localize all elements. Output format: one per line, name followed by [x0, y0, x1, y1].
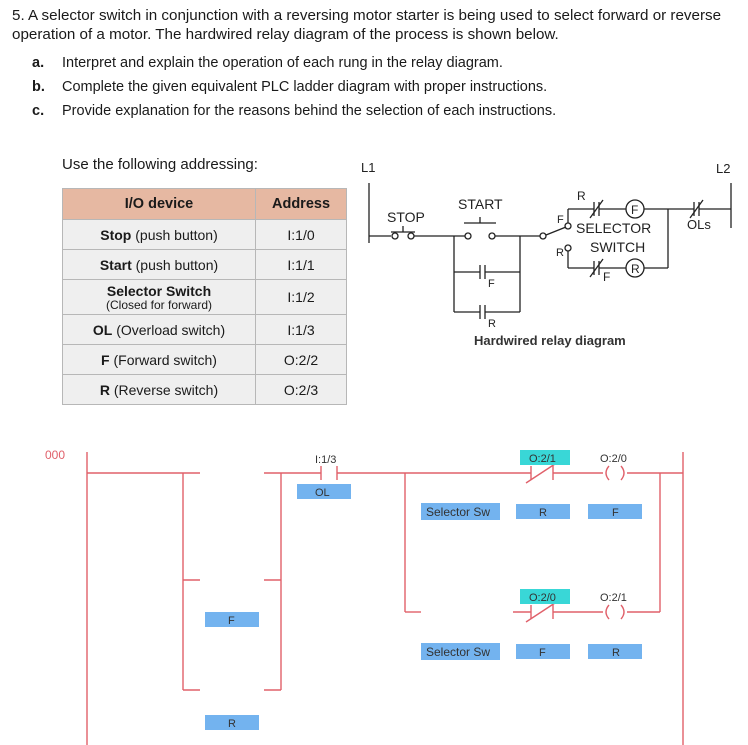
selector-sw-bottom-box — [421, 643, 500, 660]
selector-sw-top-box — [421, 503, 500, 520]
part-letter: a. — [32, 55, 45, 71]
header-address: Address — [255, 188, 347, 220]
table-row: R (Reverse switch) O:2/3 — [62, 374, 347, 405]
top-contact-address-highlight — [520, 450, 570, 465]
ol-slash — [689, 199, 704, 219]
device-address: O:2/2 — [255, 344, 347, 375]
branch-r-label: R — [228, 718, 236, 730]
branch-contact-r-label: R — [488, 318, 496, 330]
coil-f-label: F — [631, 203, 638, 217]
interlock-f-label: F — [603, 270, 610, 284]
device-desc: (push button) — [131, 226, 218, 243]
rung-number: 000 — [45, 448, 65, 462]
top-coil-label: F — [612, 507, 619, 519]
device-desc: (Overload switch) — [112, 321, 226, 338]
branch-r-box — [205, 715, 259, 730]
part-text: Provide explanation for the reasons behi… — [62, 103, 557, 119]
interlock-slash — [589, 199, 604, 219]
bottom-coil-label-box — [588, 644, 642, 659]
switch-text: SWITCH — [590, 239, 645, 255]
device-desc: (push button) — [131, 256, 219, 273]
table-row: F (Forward switch) O:2/2 — [62, 344, 347, 375]
top-contact-address: O:2/1 — [529, 453, 556, 465]
table-row: Stop (push button) I:1/0 — [62, 219, 347, 250]
table-row: Start (push button) I:1/1 — [62, 249, 347, 280]
table-header-row: I/O device Address — [62, 188, 347, 220]
bottom-contact-label-box — [516, 644, 570, 659]
relay-diagram: L1 L2 STOP START F — [361, 160, 732, 348]
device-address: O:2/3 — [255, 374, 347, 405]
plc-ladder: 000 — [45, 448, 684, 745]
device-address: I:1/3 — [255, 314, 347, 345]
part-text: Interpret and explain the operation of e… — [62, 55, 503, 71]
device-address: I:1/0 — [255, 219, 347, 250]
device-desc: (Reverse switch) — [109, 381, 219, 398]
bottom-coil-left — [605, 604, 610, 620]
top-coil-right — [620, 465, 625, 481]
ol-label-box — [297, 484, 351, 499]
header-io-device: I/O device — [62, 188, 256, 220]
table-row: Selector Switch(Closed for forward) I:1/… — [62, 279, 347, 315]
device-address: I:1/2 — [255, 279, 347, 315]
interlock-slash — [589, 258, 604, 278]
selector-blade — [545, 226, 567, 236]
device-name: Selector Switch — [106, 282, 212, 299]
start-label: START — [458, 196, 503, 212]
stop-label: STOP — [387, 209, 425, 225]
branch-contact-f-label: F — [488, 278, 495, 290]
device-address: I:1/1 — [255, 249, 347, 280]
device-desc: (Forward switch) — [109, 351, 217, 368]
selector-text: SELECTOR — [576, 220, 651, 236]
ol-address: I:1/3 — [315, 454, 336, 466]
top-coil-left — [605, 465, 610, 481]
selector-sw-top: Selector Sw — [426, 505, 490, 519]
device-name: Start — [99, 256, 132, 273]
ol-label: OL — [315, 487, 330, 499]
selector-f-label: F — [557, 214, 564, 226]
device-name: F — [101, 351, 110, 368]
selector-r-label: R — [556, 247, 564, 259]
bottom-coil-right — [620, 604, 625, 620]
branch-f-label: F — [228, 615, 235, 627]
coil-r-label: R — [631, 262, 640, 276]
bottom-contact-slash — [525, 600, 559, 623]
bottom-coil-label: R — [612, 647, 620, 659]
rail-l1-label: L1 — [361, 160, 375, 175]
device-desc: (Closed for forward) — [105, 297, 213, 312]
device-name: R — [99, 381, 110, 398]
top-coil-label-box — [588, 504, 642, 519]
selector-pivot — [539, 232, 547, 240]
selector-sw-bottom: Selector Sw — [426, 645, 490, 659]
stop-button-symbol: STOP — [387, 209, 425, 240]
bottom-contact-address-highlight — [520, 589, 570, 604]
relay-diagram-caption: Hardwired relay diagram — [474, 333, 626, 348]
part-text: Complete the given equivalent PLC ladder… — [62, 79, 548, 95]
table-row: OL (Overload switch) I:1/3 — [62, 314, 347, 345]
part-letter: b. — [32, 79, 45, 95]
ols-label: OLs — [687, 217, 711, 232]
start-button-symbol: START — [458, 196, 503, 240]
device-name: OL — [92, 321, 113, 338]
question-stem: 5. A selector switch in conjunction with… — [12, 7, 722, 43]
bottom-coil-address: O:2/1 — [600, 592, 627, 604]
branch-f-box — [205, 612, 259, 627]
part-letter: c. — [32, 103, 45, 119]
bottom-contact-label: F — [539, 647, 546, 659]
addressing-intro: Use the following addressing: — [62, 156, 258, 173]
bottom-contact-address: O:2/0 — [529, 592, 556, 604]
top-contact-label-box — [516, 504, 570, 519]
top-coil-address: O:2/0 — [600, 453, 627, 465]
device-name: Stop — [100, 226, 132, 243]
top-contact-label: R — [539, 507, 547, 519]
interlock-r-label: R — [577, 189, 586, 203]
io-address-table: I/O device Address Stop (push button) I:… — [62, 188, 347, 405]
rail-l2-label: L2 — [716, 161, 730, 176]
top-contact-slash — [525, 461, 559, 484]
